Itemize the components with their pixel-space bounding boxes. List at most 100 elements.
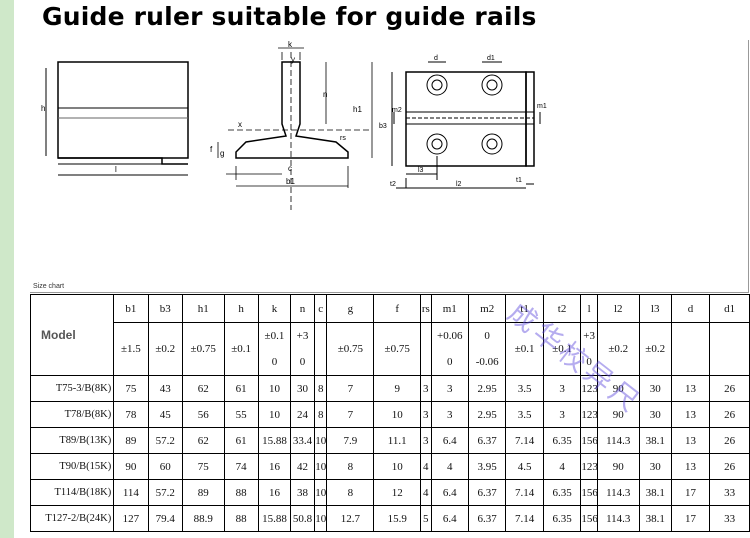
value-cell: 6.35 (542, 427, 582, 454)
label-h: h (41, 104, 45, 113)
tolerance-cell: ±0.2 (638, 322, 672, 376)
tolerance-cell: ±0.75 (181, 322, 225, 376)
value-cell: 33.4 (290, 427, 315, 454)
value-cell: 89 (113, 427, 149, 454)
label-k: k (288, 40, 293, 49)
value-cell: 10 (313, 427, 328, 454)
value-cell: 75 (113, 375, 149, 402)
value-cell: 6.4 (430, 479, 469, 506)
value-cell: 8 (313, 401, 328, 428)
value-cell: 88 (223, 479, 259, 506)
value-cell: 7.14 (505, 427, 544, 454)
value-cell: 33 (709, 479, 750, 506)
value-cell: 16 (257, 479, 292, 506)
rail-technical-drawing: h l k y n h1 x f g rs c b1 (30, 40, 749, 293)
value-cell: 156 (580, 427, 598, 454)
column-header: l2 (596, 294, 640, 323)
column-header: t2 (542, 294, 582, 323)
column-header: h1 (181, 294, 225, 323)
value-cell: 90 (596, 375, 640, 402)
value-cell: 62 (181, 375, 225, 402)
tolerance-cell: ±0.2 (147, 322, 183, 376)
value-cell: 3 (430, 401, 469, 428)
value-cell: 8 (313, 375, 328, 402)
value-cell: 56 (181, 401, 225, 428)
tolerance-upper: +3 (296, 330, 309, 342)
value-cell: 7 (326, 401, 375, 428)
column-header: c (313, 294, 328, 323)
tolerance-upper: +0.06 (436, 330, 463, 342)
label-l3: l3 (418, 167, 424, 174)
value-cell: 8 (326, 479, 375, 506)
tolerance-cell (313, 322, 328, 376)
value-cell: 2.95 (467, 375, 507, 402)
tolerance-cell: ±0.1 (542, 322, 582, 376)
value-cell: 13 (670, 401, 711, 428)
value-cell: 114.3 (596, 427, 640, 454)
value-cell: 123 (580, 401, 598, 428)
value-cell: 50.8 (290, 505, 315, 532)
label-rs: rs (340, 135, 346, 142)
value-cell: 11.1 (373, 427, 422, 454)
value-cell: 10 (257, 375, 292, 402)
value-cell: 3 (420, 375, 432, 402)
value-cell: 4 (420, 453, 432, 480)
value-cell: 90 (596, 401, 640, 428)
value-cell: 57.2 (147, 479, 183, 506)
value-cell: 89 (181, 479, 225, 506)
column-header: h (223, 294, 259, 323)
value-cell: 6.37 (467, 479, 507, 506)
value-cell: 7.14 (505, 505, 544, 532)
label-x: x (238, 120, 242, 129)
tolerance-cell: ±0.1 (223, 322, 259, 376)
value-cell: 6.35 (542, 479, 582, 506)
tolerance-cell: ±0.1 (505, 322, 544, 376)
value-cell: 3 (542, 401, 582, 428)
value-cell: 15.9 (373, 505, 422, 532)
tolerance-cell: ±0.75 (326, 322, 375, 376)
value-cell: 24 (290, 401, 315, 428)
value-cell: 43 (147, 375, 183, 402)
value-cell: 3 (420, 401, 432, 428)
value-cell: 75 (181, 453, 225, 480)
label-n: n (323, 90, 327, 99)
tolerance-cell (709, 322, 750, 376)
value-cell: 5 (420, 505, 432, 532)
value-cell: 156 (580, 505, 598, 532)
size-chart-caption: Size chart (33, 283, 65, 290)
value-cell: 4 (420, 479, 432, 506)
page-title: Guide ruler suitable for guide rails (42, 2, 537, 31)
tolerance-lower: 0 (446, 356, 453, 368)
value-cell: 114 (113, 479, 149, 506)
value-cell: 26 (709, 401, 750, 428)
value-cell: 30 (638, 401, 672, 428)
tolerance-lower: 0 (271, 356, 278, 368)
value-cell: 12.7 (326, 505, 375, 532)
value-cell: 90 (113, 453, 149, 480)
value-cell: 13 (670, 453, 711, 480)
model-cell: T75-3/B(8K) (29, 375, 115, 402)
column-header: k (257, 294, 292, 323)
value-cell: 123 (580, 375, 598, 402)
model-header: Model (29, 294, 115, 376)
value-cell: 15.88 (257, 505, 292, 532)
value-cell: 13 (670, 375, 711, 402)
value-cell: 88.9 (181, 505, 225, 532)
value-cell: 17 (670, 479, 711, 506)
value-cell: 38.1 (638, 505, 672, 532)
value-cell: 16 (257, 453, 292, 480)
label-d: d (434, 55, 438, 62)
value-cell: 114.3 (596, 479, 640, 506)
column-header: l (580, 294, 598, 323)
column-header: b3 (147, 294, 183, 323)
value-cell: 4 (430, 453, 469, 480)
label-g: g (220, 149, 224, 158)
value-cell: 10 (373, 453, 422, 480)
label-f: f (210, 145, 213, 154)
value-cell: 61 (223, 427, 259, 454)
label-b3: b3 (379, 123, 387, 130)
value-cell: 62 (181, 427, 225, 454)
